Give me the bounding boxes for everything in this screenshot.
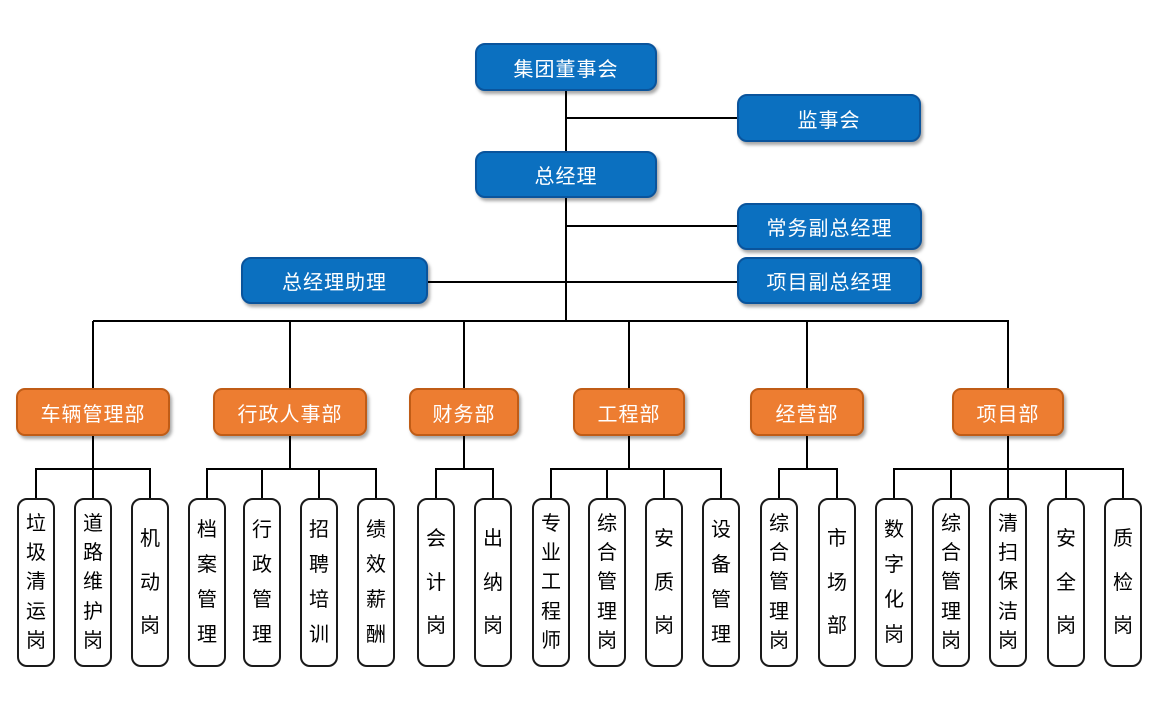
position-garbage-removal: 垃圾清运岗	[17, 498, 55, 667]
connector-line	[663, 468, 665, 499]
connector-line	[435, 468, 437, 499]
connector-line	[566, 117, 737, 119]
connector-line	[35, 468, 37, 499]
connector-line	[550, 468, 722, 470]
connector-line	[289, 435, 291, 469]
position-quality-inspection: 质检岗	[1104, 498, 1142, 667]
connector-line	[92, 468, 94, 499]
connector-line	[463, 435, 465, 469]
connector-line	[92, 321, 94, 389]
connector-line	[628, 321, 630, 389]
dept-engineering: 工程部	[573, 388, 685, 436]
position-market: 市场部	[818, 498, 856, 667]
connector-line	[606, 468, 608, 499]
node-supervisory-board: 监事会	[737, 94, 921, 142]
connector-line	[492, 468, 494, 499]
connector-line	[778, 468, 838, 470]
connector-line	[893, 468, 895, 499]
connector-line	[289, 321, 291, 389]
position-cashier: 出纳岗	[474, 498, 512, 667]
connector-line	[628, 435, 630, 469]
connector-line	[778, 468, 780, 499]
position-archives: 档案管理	[188, 498, 226, 667]
connector-line	[566, 225, 737, 227]
position-digitalization: 数字化岗	[875, 498, 913, 667]
connector-line	[720, 468, 722, 499]
connector-line	[565, 91, 567, 151]
dept-operations: 经营部	[750, 388, 864, 436]
connector-line	[1007, 435, 1009, 469]
node-board: 集团董事会	[475, 43, 657, 91]
connector-line	[1007, 468, 1009, 499]
position-road-maintenance: 道路维护岗	[74, 498, 112, 667]
dept-admin-hr: 行政人事部	[213, 388, 367, 436]
connector-line	[428, 281, 737, 283]
connector-line	[435, 468, 494, 470]
connector-line	[1122, 468, 1124, 499]
connector-line	[93, 320, 1009, 322]
connector-line	[806, 321, 808, 389]
position-equipment-management: 设备管理	[702, 498, 740, 667]
connector-line	[1065, 468, 1067, 499]
connector-line	[550, 468, 552, 499]
node-general-manager: 总经理	[475, 151, 657, 198]
position-professional-engineer: 专业工程师	[532, 498, 570, 667]
position-performance-pay: 绩效薪酬	[357, 498, 395, 667]
connector-line	[92, 435, 94, 469]
connector-line	[893, 468, 1124, 470]
node-executive-deputy-gm: 常务副总经理	[737, 203, 922, 250]
dept-vehicle-management: 车辆管理部	[16, 388, 170, 436]
position-accountant: 会计岗	[417, 498, 455, 667]
connector-line	[149, 468, 151, 499]
connector-line	[950, 468, 952, 499]
connector-line	[318, 468, 320, 499]
position-administration: 行政管理	[243, 498, 281, 667]
position-general-management-eng: 综合管理岗	[588, 498, 626, 667]
connector-line	[463, 321, 465, 389]
connector-line	[836, 468, 838, 499]
position-mobile: 机动岗	[131, 498, 169, 667]
connector-line	[206, 468, 208, 499]
connector-line	[261, 468, 263, 499]
dept-project: 项目部	[952, 388, 1064, 436]
connector-line	[806, 435, 808, 469]
position-cleaning: 清扫保洁岗	[989, 498, 1027, 667]
position-general-management-ops: 综合管理岗	[760, 498, 798, 667]
node-project-deputy-gm: 项目副总经理	[737, 257, 922, 304]
connector-line	[565, 198, 567, 322]
connector-line	[206, 468, 377, 470]
node-gm-assistant: 总经理助理	[241, 257, 428, 304]
position-recruit-training: 招聘培训	[300, 498, 338, 667]
connector-line	[375, 468, 377, 499]
position-safety-quality: 安质岗	[645, 498, 683, 667]
position-general-management-proj: 综合管理岗	[932, 498, 970, 667]
position-safety: 安全岗	[1047, 498, 1085, 667]
dept-finance: 财务部	[409, 388, 519, 436]
connector-line	[1007, 321, 1009, 389]
